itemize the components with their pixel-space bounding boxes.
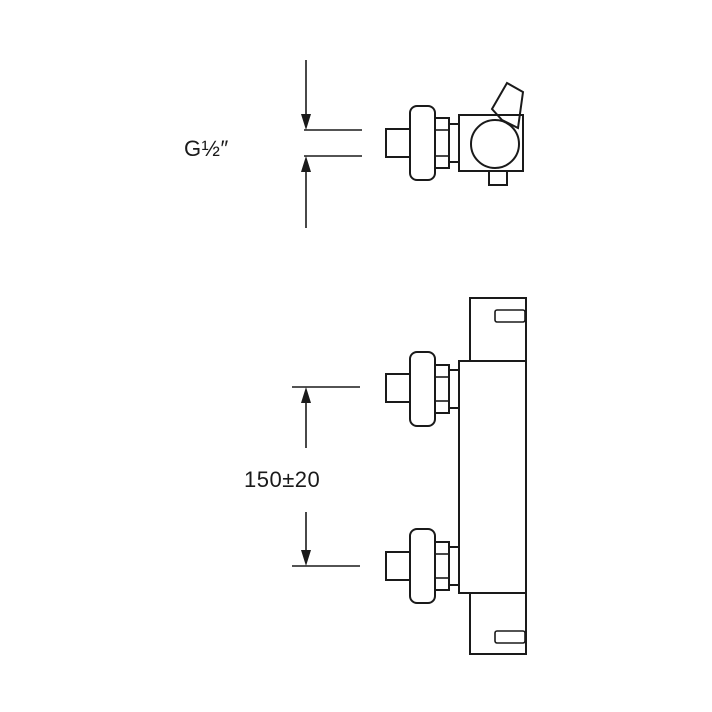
spacing-arrow-top [301, 387, 311, 403]
upper-coupling-nut [409, 351, 436, 427]
side-inlet-spigot [385, 128, 411, 158]
side-valve-body [458, 114, 524, 172]
thread-arrow-bottom [301, 156, 311, 172]
lower-coupling-nut [409, 528, 436, 604]
thread-size-label: G½″ [184, 136, 229, 161]
front-upper-inlet [385, 351, 460, 427]
side-hex-fitting [434, 117, 450, 169]
upper-connector [448, 369, 460, 409]
side-connector [448, 123, 460, 163]
lower-hex-fitting [434, 541, 450, 591]
front-top-handle [469, 297, 527, 362]
lower-inlet-spigot [385, 551, 411, 581]
side-coupling-nut [409, 105, 436, 181]
front-lower-inlet [385, 528, 460, 604]
front-top-handle-slot [494, 309, 526, 323]
spacing-arrow-bottom [301, 550, 311, 566]
front-bottom-handle-slot [494, 630, 526, 644]
lower-connector [448, 546, 460, 586]
front-view [292, 297, 527, 655]
inlet-spacing-label: 150±20 [244, 467, 321, 492]
front-main-body [458, 360, 527, 594]
side-view [301, 60, 525, 228]
upper-hex-fitting [434, 364, 450, 414]
side-angled-lever [490, 81, 525, 130]
side-bottom-outlet [488, 170, 508, 186]
upper-inlet-spigot [385, 373, 411, 403]
thread-arrow-top [301, 114, 311, 130]
front-bottom-handle [469, 592, 527, 655]
side-round-body [470, 119, 520, 169]
